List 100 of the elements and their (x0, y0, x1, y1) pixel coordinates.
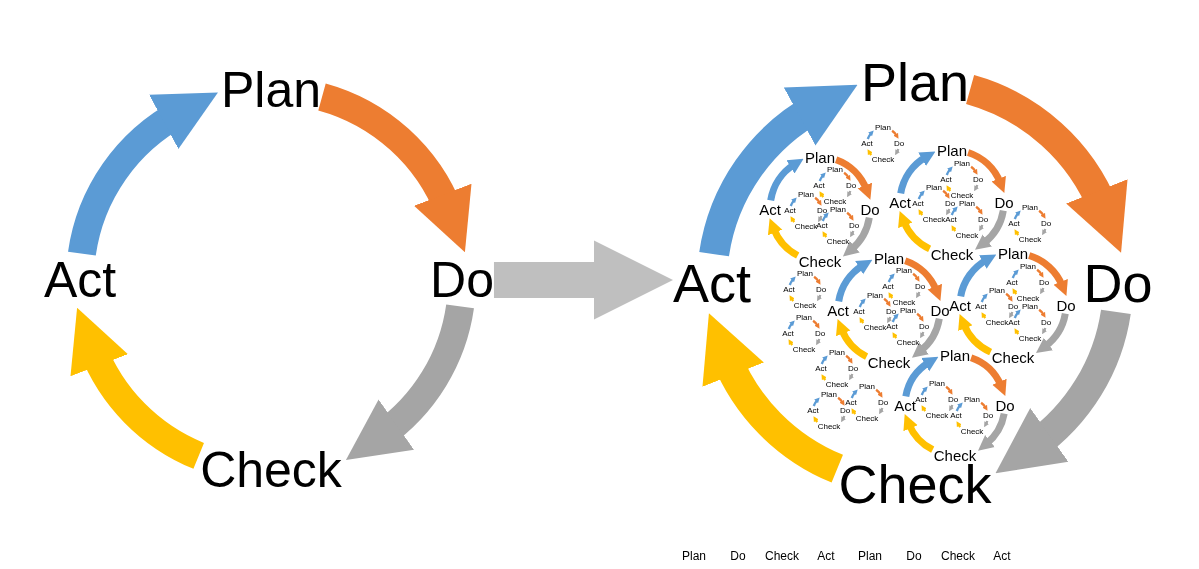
cycle-arrow (981, 312, 987, 319)
stage-label: Check (985, 319, 1009, 327)
cycle-arrow (767, 158, 804, 202)
stage-label: Check (941, 550, 975, 562)
stage-label: Act (889, 194, 911, 210)
cycle-arrow (965, 75, 1126, 252)
stage-label: Check (930, 246, 974, 262)
stage-label: Check (823, 198, 847, 206)
stage-label: Do (914, 283, 926, 291)
cycle-arrow (918, 209, 924, 216)
stage-label: Do (848, 222, 860, 230)
stage-label: Do (839, 407, 851, 415)
stage-label: Check (922, 216, 946, 224)
stage-label: Act (949, 297, 971, 313)
cycle-arrow (898, 211, 932, 252)
cycle-arrow (847, 190, 852, 198)
cycle-arrow (347, 303, 474, 462)
cycle-arrow (903, 257, 942, 301)
cycle-arrow (1005, 292, 1013, 302)
stage-label: Do (847, 365, 859, 373)
cycle-arrow (1011, 269, 1019, 279)
cycle-arrow (902, 356, 939, 398)
stage-label: Plan (829, 349, 845, 357)
cycle-arrow (789, 197, 797, 207)
cycle-arrow (916, 312, 924, 322)
cycle-arrow (788, 339, 794, 346)
stage-label: Plan (900, 307, 916, 315)
cycle-arrow (921, 405, 927, 412)
stage-label: Act (886, 323, 898, 331)
stage-label: Check (792, 346, 816, 354)
stage-label: Check (200, 445, 342, 495)
stage-label: Act (894, 397, 916, 413)
cycle-arrow (980, 293, 988, 303)
cycle-arrow (835, 259, 872, 303)
stage-label: Do (815, 286, 827, 294)
cycle-arrow (1042, 228, 1047, 236)
stage-label: Plan (959, 200, 975, 208)
cycle-arrow (1038, 308, 1046, 318)
stage-label: Do (893, 140, 905, 148)
stage-label: Act (815, 365, 827, 373)
stage-label: Check (950, 192, 974, 200)
stage-label: Plan (940, 347, 970, 363)
cycle-arrow (837, 396, 845, 406)
cycle-arrow (966, 149, 1006, 193)
stage-label: Do (860, 201, 880, 217)
cycle-arrow (816, 338, 821, 346)
stage-label: Plan (937, 142, 967, 158)
stage-label: Do (877, 399, 889, 407)
cycle-arrow (1013, 309, 1021, 319)
cycle-arrow (814, 196, 822, 206)
stage-label: Check (793, 302, 817, 310)
cycle-arrow (951, 225, 957, 232)
cycle-arrow (958, 314, 993, 356)
cycle-arrow (969, 354, 1007, 396)
stage-label: Check (826, 238, 850, 246)
cycle-arrow (813, 416, 819, 423)
cycle-arrow (949, 404, 954, 412)
cycle-arrow (72, 308, 205, 469)
cycle-arrow (845, 354, 853, 364)
cycle-arrow (891, 129, 899, 139)
cycle-arrow (1042, 327, 1047, 335)
stage-label: Plan (1020, 263, 1036, 271)
cycle-arrow (841, 415, 846, 423)
stage-label: Plan (682, 550, 706, 562)
cycle-arrow (818, 172, 826, 182)
cycle-arrow (912, 272, 920, 282)
stage-label: Check (871, 156, 895, 164)
cycle-arrow (970, 165, 978, 175)
cycle-arrow (821, 374, 827, 381)
stage-label: Check (960, 428, 984, 436)
stage-label: Act (759, 201, 781, 217)
cycle-arrow (788, 276, 796, 286)
stage-label: Do (1056, 297, 1076, 313)
cycle-arrow (1038, 209, 1046, 219)
cycle-arrow (859, 317, 865, 324)
stage-label: Act (950, 412, 962, 420)
cycle-arrow (1014, 328, 1020, 335)
stage-label: Do (730, 550, 746, 562)
cycle-arrow (892, 332, 898, 339)
cycle-arrow (818, 215, 823, 223)
stage-label: Plan (867, 292, 883, 300)
stage-label: Plan (929, 380, 945, 388)
stage-label: Do (430, 255, 494, 305)
cycle-arrow (813, 275, 821, 285)
cycle-arrow (820, 355, 828, 365)
cycle-arrow (1027, 252, 1068, 296)
stage-label: Do (947, 396, 959, 404)
stage-label: Act (993, 550, 1011, 562)
cycle-arrow (920, 331, 925, 339)
cycle-arrow (1013, 210, 1021, 220)
cycle-arrow (903, 414, 935, 453)
cycle-arrow (956, 421, 962, 428)
cycle-arrow (997, 308, 1131, 476)
cycle-arrow (858, 298, 866, 308)
stage-label: Do (906, 550, 922, 562)
cycle-arrow (812, 397, 820, 407)
stage-label: Do (845, 182, 857, 190)
stage-label: Act (912, 200, 924, 208)
stage-label: Act (816, 222, 828, 230)
cycle-arrow (957, 253, 996, 298)
